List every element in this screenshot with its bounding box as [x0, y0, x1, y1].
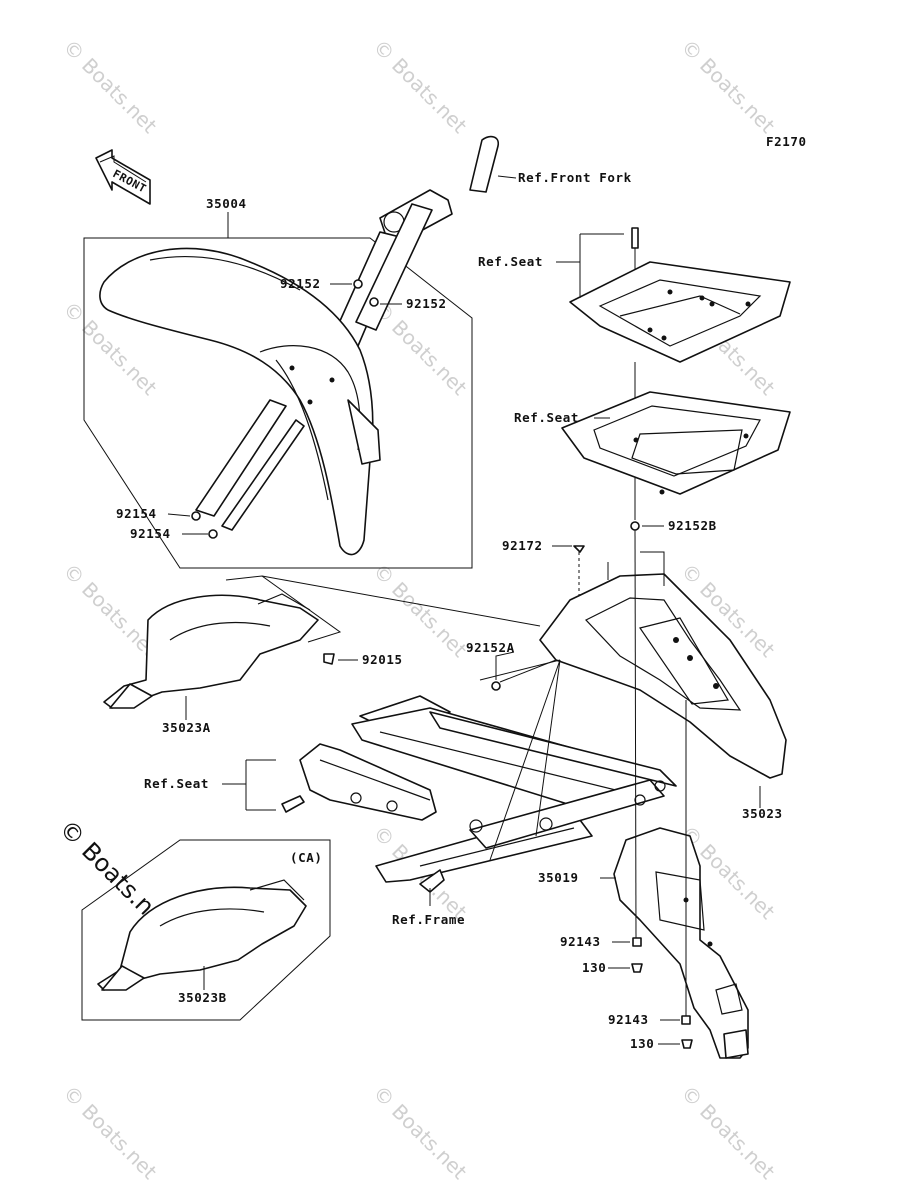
watermark: © Boats.net [676, 35, 779, 138]
label-92152-a: 92152 [280, 276, 321, 291]
label-35023: 35023 [742, 806, 783, 821]
front-fender-group: 35004 Ref.Front Fork 92152 92152 92154 [83, 135, 632, 569]
watermark: © Boats.net [368, 1081, 471, 1184]
label-35004: 35004 [206, 196, 247, 211]
label-ref-seat-1: Ref.Seat [478, 254, 543, 269]
washer-92152A: 92152A [466, 640, 557, 691]
label-ref-seat-2: Ref.Seat [514, 410, 579, 425]
rear-fender-35023: 35023 [261, 551, 787, 821]
watermark: © Boats.net [676, 1081, 779, 1184]
label-92143-a: 92143 [560, 934, 601, 949]
label-130-a: 130 [582, 960, 606, 975]
flap-35019: 35019 [538, 529, 749, 1059]
watermark: © Boats.net [368, 559, 471, 662]
label-ref-front-fork: Ref.Front Fork [518, 170, 632, 185]
label-ca: (CA) [290, 850, 323, 865]
seat-brackets: Ref.Seat Ref.Seat 92152B [478, 227, 791, 533]
label-35023B: 35023B [178, 990, 227, 1005]
frame: Ref.Frame [351, 659, 677, 927]
label-92154-a: 92154 [116, 506, 157, 521]
front-arrow-icon: FRONT [95, 149, 151, 205]
label-92143-b: 92143 [608, 1012, 649, 1027]
ca-inner-fender-group: (CA) 35023B [81, 839, 331, 1021]
watermark: © Boats.net [368, 35, 471, 138]
diagram-code: F2170 [766, 134, 807, 149]
fender-hardware: 92143 130 92143 130 [560, 934, 693, 1051]
label-92152A: 92152A [466, 640, 515, 655]
label-35023A: 35023A [162, 720, 211, 735]
seat-bracket-lower: Ref.Seat [144, 743, 437, 821]
label-92152B: 92152B [668, 518, 717, 533]
label-92152-b: 92152 [406, 296, 447, 311]
label-92172: 92172 [502, 538, 543, 553]
label-130-b: 130 [630, 1036, 654, 1051]
inner-fender-35023A: 35023A 92015 [103, 575, 403, 735]
watermark: © Boats.net [58, 1081, 161, 1184]
watermark: © Boats.net [58, 559, 161, 662]
label-ref-frame: Ref.Frame [392, 912, 465, 927]
label-35019: 35019 [538, 870, 579, 885]
label-92015: 92015 [362, 652, 403, 667]
label-92154-b: 92154 [130, 526, 171, 541]
watermark: © Boats.net [58, 35, 161, 138]
label-ref-seat-3: Ref.Seat [144, 776, 209, 791]
